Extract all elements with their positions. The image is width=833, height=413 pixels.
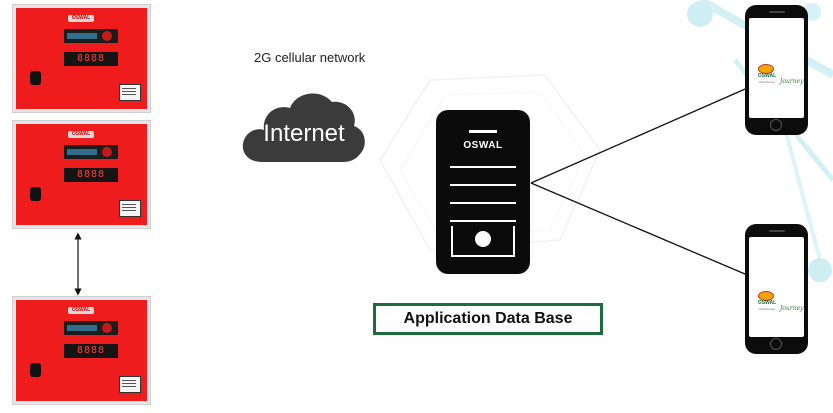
panel-spec-label	[119, 200, 141, 217]
panel-brand-plate: OSWAL	[68, 131, 94, 138]
panel-controller	[64, 145, 118, 159]
phone-home-button	[770, 338, 782, 350]
panel-lock-icon	[30, 363, 41, 377]
cloud-icon	[242, 93, 365, 162]
control-panel-1: OSWAL 8888	[13, 5, 150, 112]
panel-digital-display: 8888	[64, 168, 118, 182]
panel-digital-display: 8888	[64, 52, 118, 66]
server-to-phone-1-line	[530, 85, 753, 184]
panel-controller	[64, 321, 118, 335]
application-database-label: Application Data Base	[373, 303, 603, 335]
internet-label: Internet	[263, 120, 345, 147]
app-subtitle: Oral Pumps	[759, 80, 775, 84]
panel-spec-label	[119, 376, 141, 393]
app-script-text: Journey	[780, 78, 804, 85]
phone-screen: OSWAL Oral Pumps Journey	[749, 18, 804, 118]
smartphone-icon: OSWAL Oral Pumps Journey	[745, 5, 808, 135]
control-panel-2: OSWAL 8888	[13, 121, 150, 228]
phone-screen: OSWAL Oral Pumps Journey	[749, 237, 804, 337]
panel-lock-icon	[30, 71, 41, 85]
smartphone-icon: OSWAL Oral Pumps Journey	[745, 224, 808, 354]
panel-brand-plate: OSWAL	[68, 15, 94, 22]
app-logo-icon	[758, 64, 774, 74]
phone-speaker	[769, 11, 785, 13]
server-to-phone-2-line	[530, 182, 753, 278]
panel-controller	[64, 29, 118, 43]
app-subtitle: Oral Pumps	[759, 307, 775, 311]
phone-home-button	[770, 119, 782, 131]
server-brand-label: OSWAL	[463, 140, 503, 151]
panel-lock-icon	[30, 187, 41, 201]
panel-digital-display: 8888	[64, 344, 118, 358]
server-icon	[436, 110, 530, 274]
app-name: OSWAL	[757, 73, 777, 79]
panel-brand-plate: OSWAL	[68, 307, 94, 314]
panel-spec-label	[119, 84, 141, 101]
app-logo-icon	[758, 291, 774, 301]
network-label: 2G cellular network	[254, 50, 366, 65]
app-name: OSWAL	[757, 300, 777, 306]
control-panel-3: OSWAL 8888	[13, 297, 150, 404]
phone-speaker	[769, 230, 785, 232]
app-script-text: Journey	[780, 305, 804, 312]
